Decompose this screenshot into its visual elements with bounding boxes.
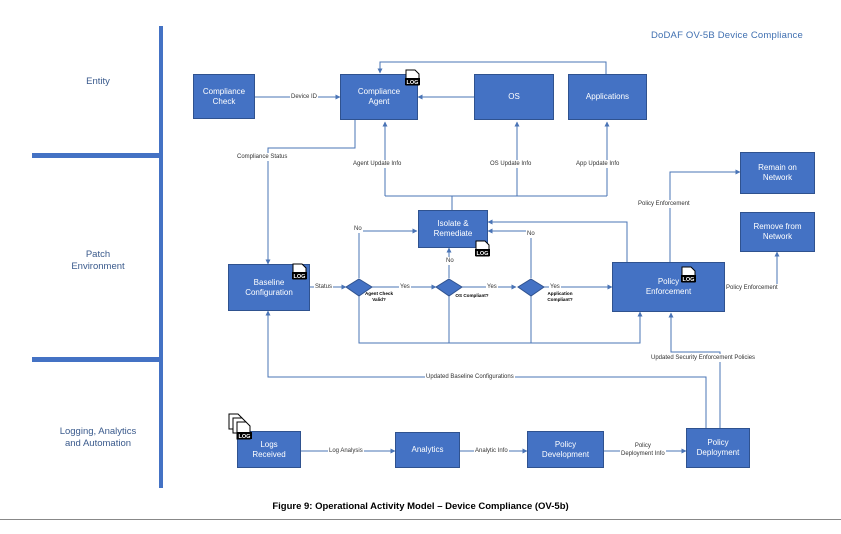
- log-stack-text: LOG: [239, 434, 251, 440]
- label-analytic-info: Analytic Info: [474, 447, 509, 455]
- lane-label-patch: Patch Environment: [71, 249, 125, 272]
- log-icon-text: LOG: [683, 277, 695, 283]
- flow-compliance-status: [265, 120, 356, 265]
- label-yes1: Yes: [399, 283, 411, 291]
- node-applications[interactable]: Applications: [568, 74, 647, 120]
- label-no3: No: [526, 230, 536, 238]
- decision-os-compliant: [435, 278, 463, 297]
- log-icon: LOG: [405, 69, 420, 86]
- label-agent-update-info: Agent Update Info: [352, 160, 403, 168]
- flow-return-loop: [358, 296, 643, 344]
- label-app-compliant: Application Compliant?: [547, 291, 573, 302]
- node-os[interactable]: OS: [474, 74, 554, 120]
- flow-no3: [487, 228, 532, 278]
- label-updated-security: Updated Security Enforcement Policies: [650, 354, 757, 362]
- node-compliance-check[interactable]: Compliance Check: [193, 74, 255, 119]
- flow-to-remove: [725, 251, 780, 289]
- label-no1: No: [353, 225, 363, 233]
- lane-divider-entity-patch: [32, 153, 160, 158]
- label-status: Status: [314, 283, 334, 291]
- label-device-id: Device ID: [290, 93, 319, 101]
- node-remove-from-network[interactable]: Remove from Network: [740, 212, 815, 252]
- log-icon-text: LOG: [294, 274, 306, 280]
- label-agent-check: Agent Check Valid?: [364, 291, 394, 302]
- lane-label-logging: Logging, Analytics and Automation: [59, 426, 137, 449]
- log-icon: LOG: [681, 266, 696, 283]
- label-log-analysis: Log Analysis: [328, 447, 364, 455]
- lane-divider-vertical: [159, 26, 163, 488]
- label-compliance-status: Compliance Status: [236, 153, 289, 161]
- decision-app-compliant: [517, 278, 545, 297]
- flow-to-remain: [669, 169, 741, 262]
- label-policy-enforcement-top: Policy Enforcement: [637, 200, 691, 208]
- node-remain-on-network[interactable]: Remain on Network: [740, 152, 815, 194]
- decision-agent-check: [345, 278, 373, 297]
- log-icon-text: LOG: [407, 80, 419, 86]
- diagram-title: DoDAF OV-5B Device Compliance: [650, 30, 803, 41]
- node-policy-enforcement[interactable]: Policy Enforcement: [612, 262, 725, 312]
- log-icon: LOG: [475, 240, 490, 257]
- label-policy-deployment-info: Policy Deployment Info: [620, 442, 666, 458]
- node-policy-development[interactable]: Policy Development: [527, 431, 604, 468]
- label-policy-enforcement-right: Policy Enforcement: [725, 284, 779, 292]
- log-icon: LOG: [292, 263, 307, 280]
- label-yes2: Yes: [486, 283, 498, 291]
- figure-caption: Figure 9: Operational Activity Model – D…: [272, 501, 569, 512]
- label-updated-baseline: Updated Baseline Configurations: [425, 373, 515, 381]
- flow-enforce-to-isolate: [487, 219, 628, 262]
- label-app-update-info: App Update Info: [575, 160, 621, 168]
- lane-label-entity: Entity: [86, 76, 110, 87]
- flow-updated-security: [668, 312, 721, 428]
- flow-apps-to-agent: [377, 61, 607, 74]
- log-stack-icon: LOG: [228, 413, 252, 440]
- bottom-rule: [0, 519, 841, 520]
- label-no2: No: [445, 257, 455, 265]
- node-analytics[interactable]: Analytics: [395, 432, 460, 468]
- node-policy-deployment[interactable]: Policy Deployment: [686, 428, 750, 468]
- label-os-compliant: OS Compliant?: [455, 293, 489, 298]
- flow-no1: [358, 228, 418, 278]
- label-yes3: Yes: [549, 283, 561, 291]
- log-icon-text: LOG: [477, 251, 489, 257]
- lane-divider-patch-logging: [32, 357, 160, 362]
- label-os-update-info: OS Update Info: [489, 160, 533, 168]
